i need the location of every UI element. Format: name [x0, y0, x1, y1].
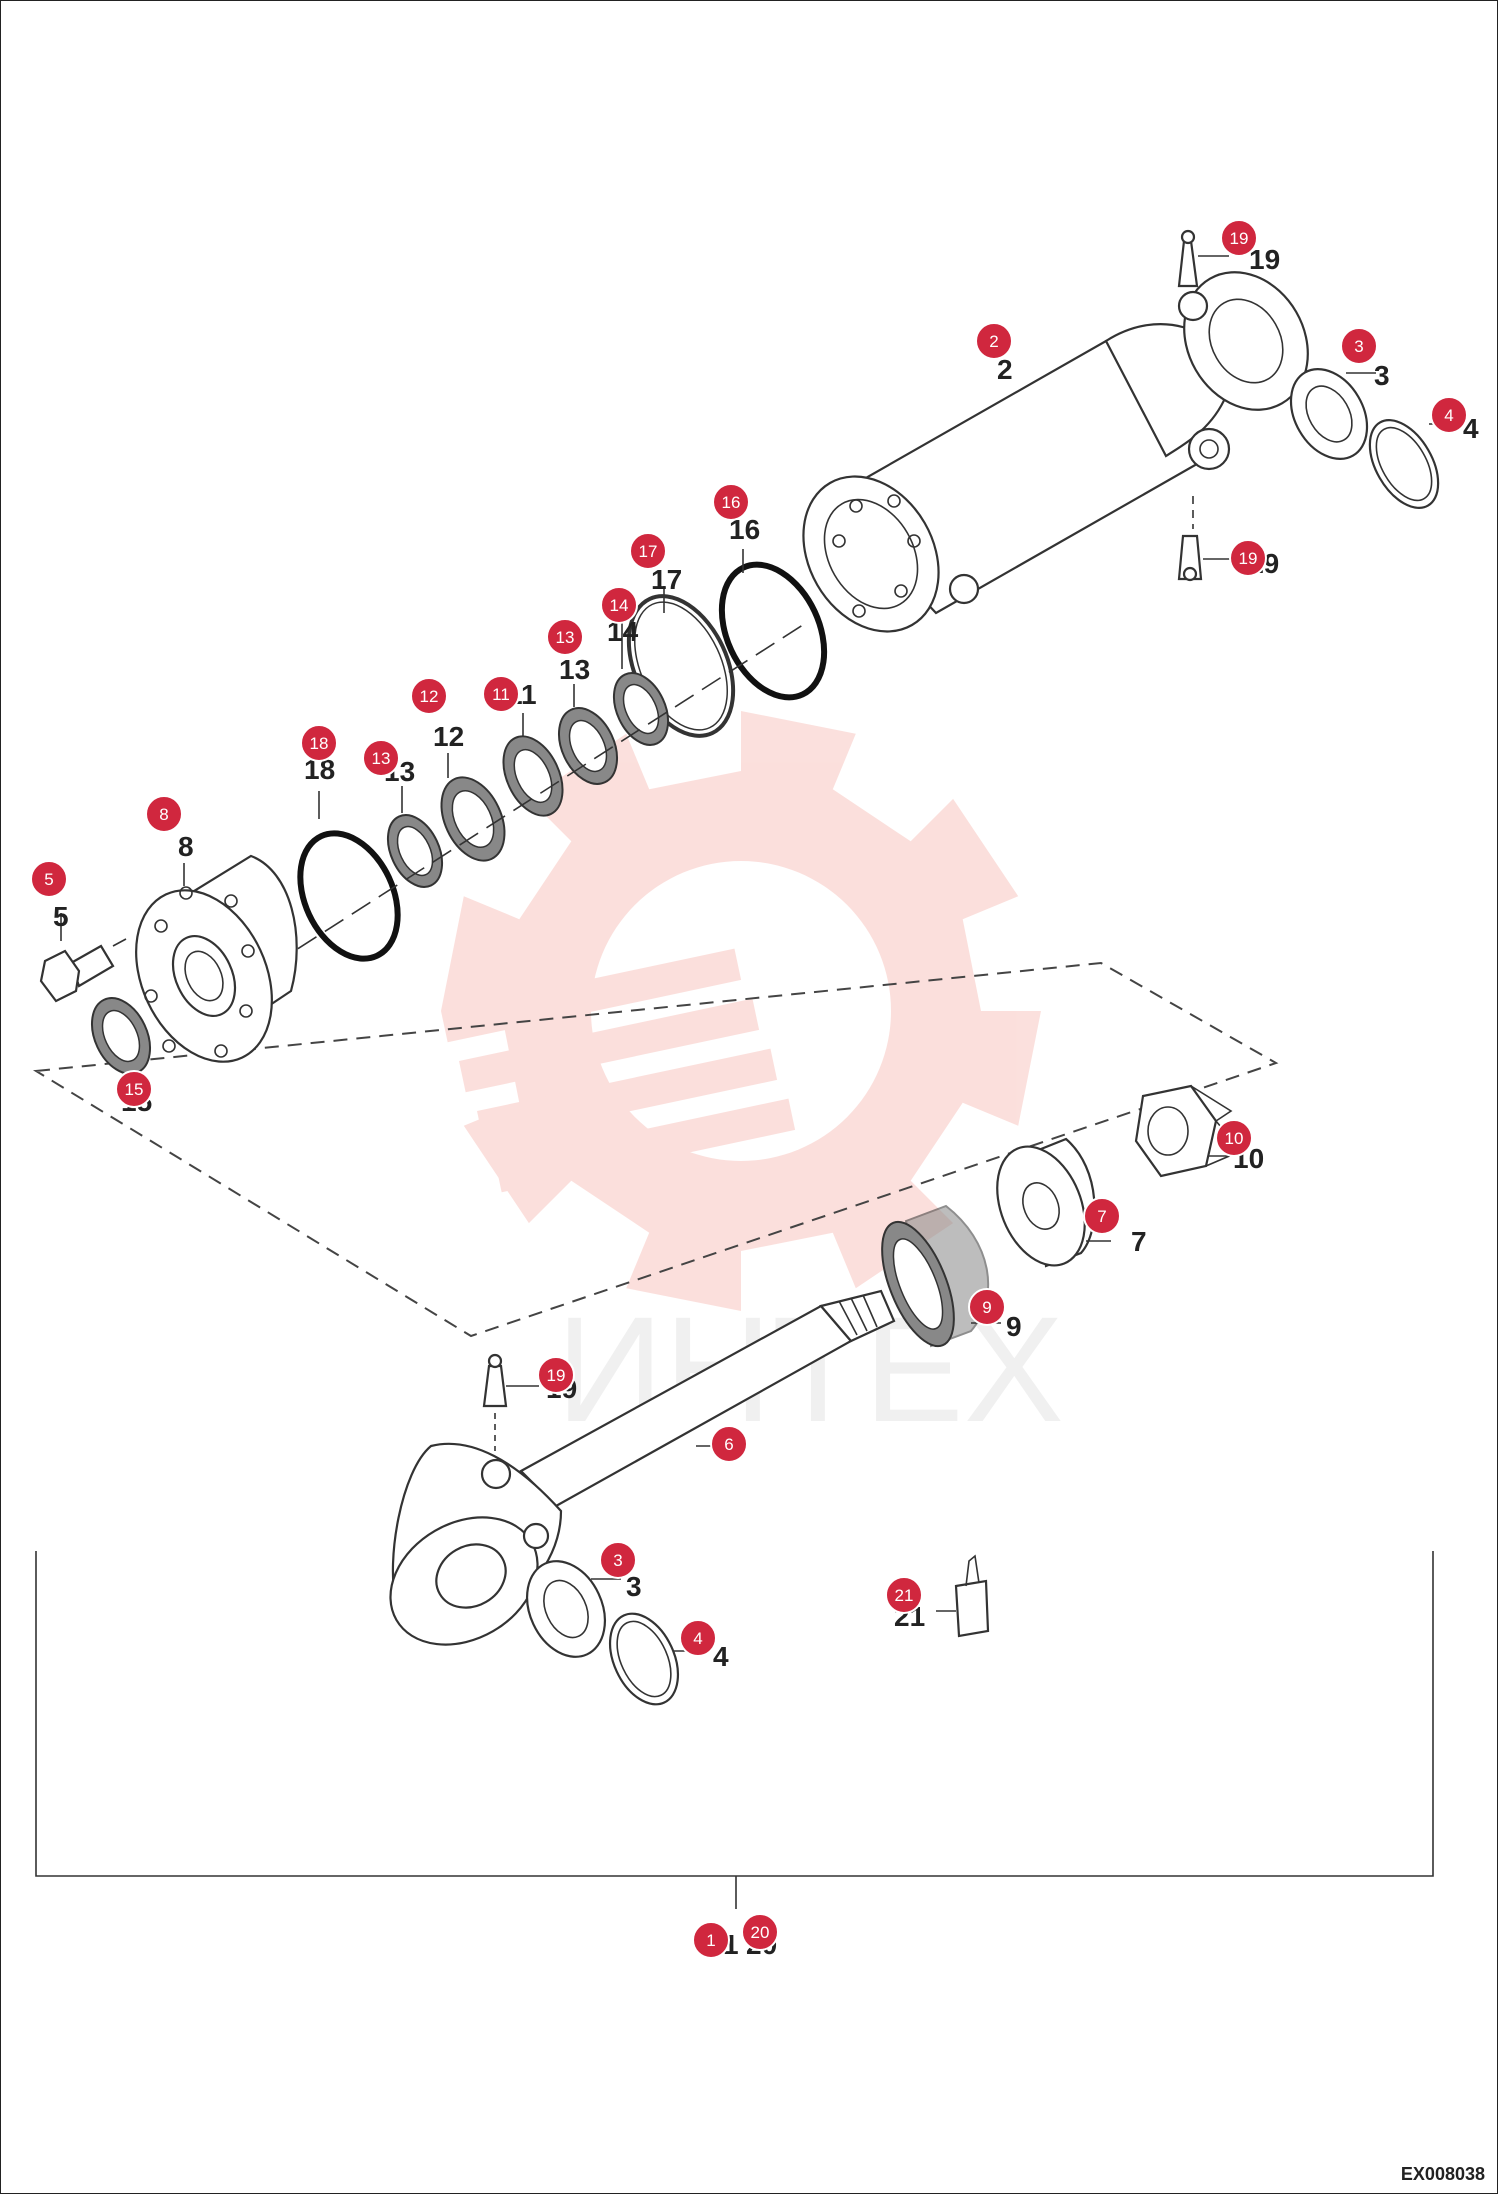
badge-21[interactable]: 21: [885, 1576, 923, 1614]
wear-ring-14: [612, 623, 670, 746]
seal-12: [440, 753, 506, 862]
label-8: 8: [178, 831, 194, 862]
o-ring-16: [718, 549, 828, 701]
gear-speed-stripe: [476, 1048, 778, 1143]
svg-text:1: 1: [706, 1931, 715, 1950]
svg-text:19: 19: [1239, 549, 1258, 568]
svg-text:17: 17: [639, 542, 658, 561]
badge-19[interactable]: 19: [1220, 219, 1258, 257]
label-12: 12: [433, 721, 464, 752]
washer-7: [996, 1137, 1111, 1268]
piston-group-boundary: [32, 961, 1279, 1338]
svg-text:13: 13: [372, 749, 391, 768]
callout-badges[interactable]: 19 2 3 4 19 16 17 14 13 11 12 18 13 8 5 …: [30, 219, 1468, 1959]
badge-12[interactable]: 12: [410, 677, 448, 715]
gear-speed-stripe: [494, 1098, 796, 1193]
snap-ring-bottom: [608, 1612, 706, 1706]
bolt-5: [39, 913, 127, 1003]
snap-ring-top: [1368, 419, 1456, 509]
badge-18[interactable]: 18: [300, 724, 338, 762]
seal-13-left: [386, 786, 444, 888]
svg-text:12: 12: [420, 687, 439, 706]
svg-text:13: 13: [556, 628, 575, 647]
badge-7[interactable]: 7: [1083, 1197, 1121, 1235]
badge-20[interactable]: 20: [741, 1913, 779, 1951]
svg-text:4: 4: [1444, 406, 1453, 425]
badge-3[interactable]: 3: [599, 1541, 637, 1579]
piston-rod: [389, 1289, 896, 1646]
svg-text:3: 3: [613, 1551, 622, 1570]
badge-16[interactable]: 16: [712, 483, 750, 521]
svg-text:6: 6: [724, 1435, 733, 1454]
label-3: 3: [1374, 360, 1390, 391]
badge-5[interactable]: 5: [30, 860, 68, 898]
svg-text:19: 19: [547, 1366, 566, 1385]
svg-text:8: 8: [159, 805, 168, 824]
grease-nipple-rod: [482, 1353, 539, 1451]
label-9: 9: [1006, 1311, 1022, 1342]
assembly-bracket: [35, 1551, 1434, 1909]
svg-text:16: 16: [722, 493, 741, 512]
svg-text:5: 5: [44, 870, 53, 889]
svg-text:14: 14: [610, 596, 629, 615]
svg-text:15: 15: [125, 1080, 144, 1099]
svg-text:10: 10: [1225, 1129, 1244, 1148]
seal-11: [502, 713, 564, 817]
svg-text:19: 19: [1230, 229, 1249, 248]
badge-3[interactable]: 3: [1340, 327, 1378, 365]
grease-nipple-bottom-tube: [1177, 496, 1236, 582]
svg-text:4: 4: [693, 1629, 702, 1648]
badge-4[interactable]: 4: [1430, 396, 1468, 434]
svg-text:11: 11: [492, 685, 510, 704]
label-5: 5: [53, 901, 69, 932]
tag-21: [936, 1554, 990, 1638]
badge-17[interactable]: 17: [629, 532, 667, 570]
label-2: 2: [997, 354, 1013, 385]
svg-text:2: 2: [989, 332, 998, 351]
grease-nipple-top: [1177, 229, 1229, 288]
piston-9: [881, 1204, 1001, 1348]
badge-19[interactable]: 19: [537, 1356, 575, 1394]
label-4: 4: [713, 1641, 729, 1672]
bushing-top: [1289, 367, 1376, 461]
label-13: 13: [559, 654, 590, 685]
dust-seal-15: [90, 997, 152, 1086]
gear-speed-stripe: [441, 948, 742, 1043]
badge-8[interactable]: 8: [145, 795, 183, 833]
gear-speed-stripe: [459, 998, 760, 1093]
rod-guide: [135, 854, 298, 1063]
bushing-bottom: [526, 1560, 621, 1658]
gear-shape: [441, 711, 1041, 1311]
svg-text:20: 20: [751, 1923, 770, 1942]
svg-text:21: 21: [895, 1586, 914, 1605]
o-ring-18: [297, 791, 401, 962]
badge-19[interactable]: 19: [1229, 539, 1267, 577]
watermark-gear-logo: ИНТЕХ: [441, 711, 1064, 1453]
badge-15[interactable]: 15: [115, 1070, 153, 1108]
drawing-code: EX008038: [1400, 2164, 1485, 2184]
seal-13-right: [557, 684, 619, 785]
svg-text:7: 7: [1097, 1207, 1106, 1226]
seal-axis-line: [270, 620, 810, 967]
badge-13[interactable]: 13: [546, 618, 584, 656]
badge-1[interactable]: 1: [692, 1921, 730, 1959]
badge-9[interactable]: 9: [968, 1288, 1006, 1326]
label-17: 17: [651, 564, 682, 595]
badge-10[interactable]: 10: [1215, 1119, 1253, 1157]
badge-14[interactable]: 14: [600, 586, 638, 624]
badge-13[interactable]: 13: [362, 739, 400, 777]
label-7: 7: [1131, 1226, 1147, 1257]
badge-4[interactable]: 4: [679, 1619, 717, 1657]
badge-11[interactable]: 11: [482, 675, 520, 713]
label-3: 3: [626, 1571, 642, 1602]
cylinder-tube: [802, 271, 1309, 633]
svg-text:3: 3: [1354, 337, 1363, 356]
badge-2[interactable]: 2: [975, 322, 1013, 360]
gear-hole: [591, 861, 891, 1161]
badge-6[interactable]: 6: [710, 1425, 748, 1463]
svg-text:18: 18: [310, 734, 329, 753]
svg-text:9: 9: [982, 1298, 991, 1317]
